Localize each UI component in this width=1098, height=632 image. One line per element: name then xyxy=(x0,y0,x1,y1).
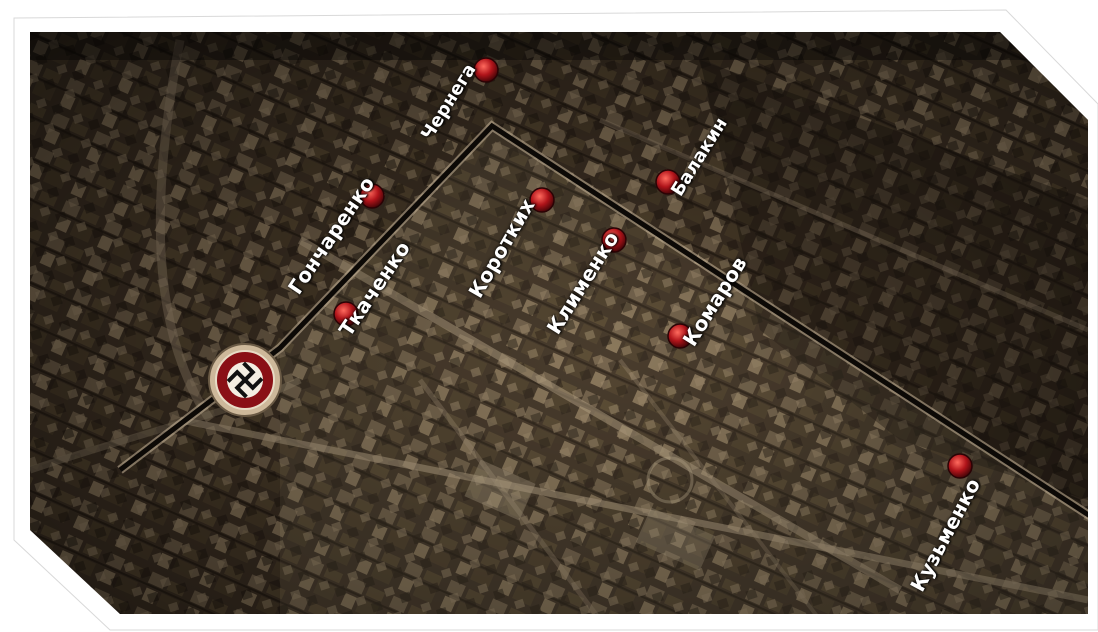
marker-chernega[interactable] xyxy=(473,57,499,83)
marker-kuzmenko[interactable] xyxy=(947,453,973,479)
marker-goncharenko[interactable] xyxy=(359,183,385,209)
marker-korotkikh[interactable] xyxy=(529,187,555,213)
marker-tkachenko[interactable] xyxy=(333,301,359,327)
marker-komarov[interactable] xyxy=(667,323,693,349)
marker-balakin[interactable] xyxy=(655,169,681,195)
map-markers xyxy=(333,57,973,479)
marker-klimenko[interactable] xyxy=(601,227,627,253)
swastika-emblem xyxy=(208,343,282,417)
route-line xyxy=(117,120,1088,520)
